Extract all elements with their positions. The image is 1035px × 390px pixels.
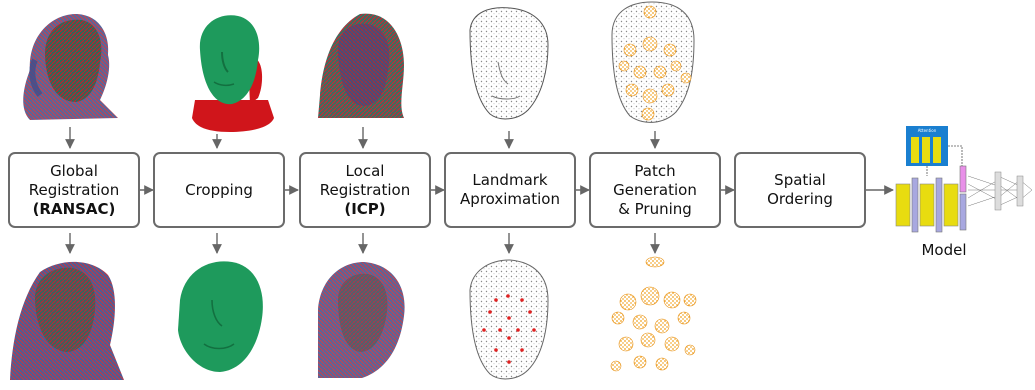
stage-text: Spatial <box>774 171 826 190</box>
stage-local-registration: Local Registration (ICP) <box>299 152 431 228</box>
stage-text: Local <box>346 162 385 181</box>
ransac-scan-overlay-image <box>23 14 118 120</box>
stage-text: Landmark <box>472 171 547 190</box>
stage-method: (RANSAC) <box>33 200 116 219</box>
stage-text: Patch <box>634 162 675 181</box>
pruned-patches-image <box>611 257 696 371</box>
stage-text: Ordering <box>767 190 833 209</box>
icp-scan-overlay-image <box>318 14 404 118</box>
stage-text: Registration <box>29 181 119 200</box>
stage-cropping: Cropping <box>153 152 285 228</box>
landmark-points-image <box>470 260 548 379</box>
stage-text: Generation <box>613 181 697 200</box>
model-network-figure: Attention <box>896 126 1032 232</box>
model-label: Model <box>918 241 970 259</box>
stage-text: Registration <box>320 181 410 200</box>
stage-global-registration: Global Registration (RANSAC) <box>8 152 140 228</box>
stage-spatial-ordering: Spatial Ordering <box>734 152 866 228</box>
stage-text: & Pruning <box>618 200 692 219</box>
patch-generation-image <box>612 2 694 122</box>
ransac-result-image <box>10 262 124 380</box>
cropping-mesh-image <box>192 15 274 132</box>
attention-block-label: Attention <box>918 128 937 133</box>
stage-text: Aproximation <box>460 190 560 209</box>
icp-result-image <box>318 262 405 378</box>
stage-method: (ICP) <box>344 200 385 219</box>
stage-patch-generation: Patch Generation & Pruning <box>589 152 721 228</box>
stage-landmark-approximation: Landmark Aproximation <box>444 152 576 228</box>
cropped-mesh-image <box>178 261 263 372</box>
landmark-pointcloud-image <box>470 8 548 119</box>
stage-text: Cropping <box>185 181 253 200</box>
stage-text: Global <box>50 162 98 181</box>
